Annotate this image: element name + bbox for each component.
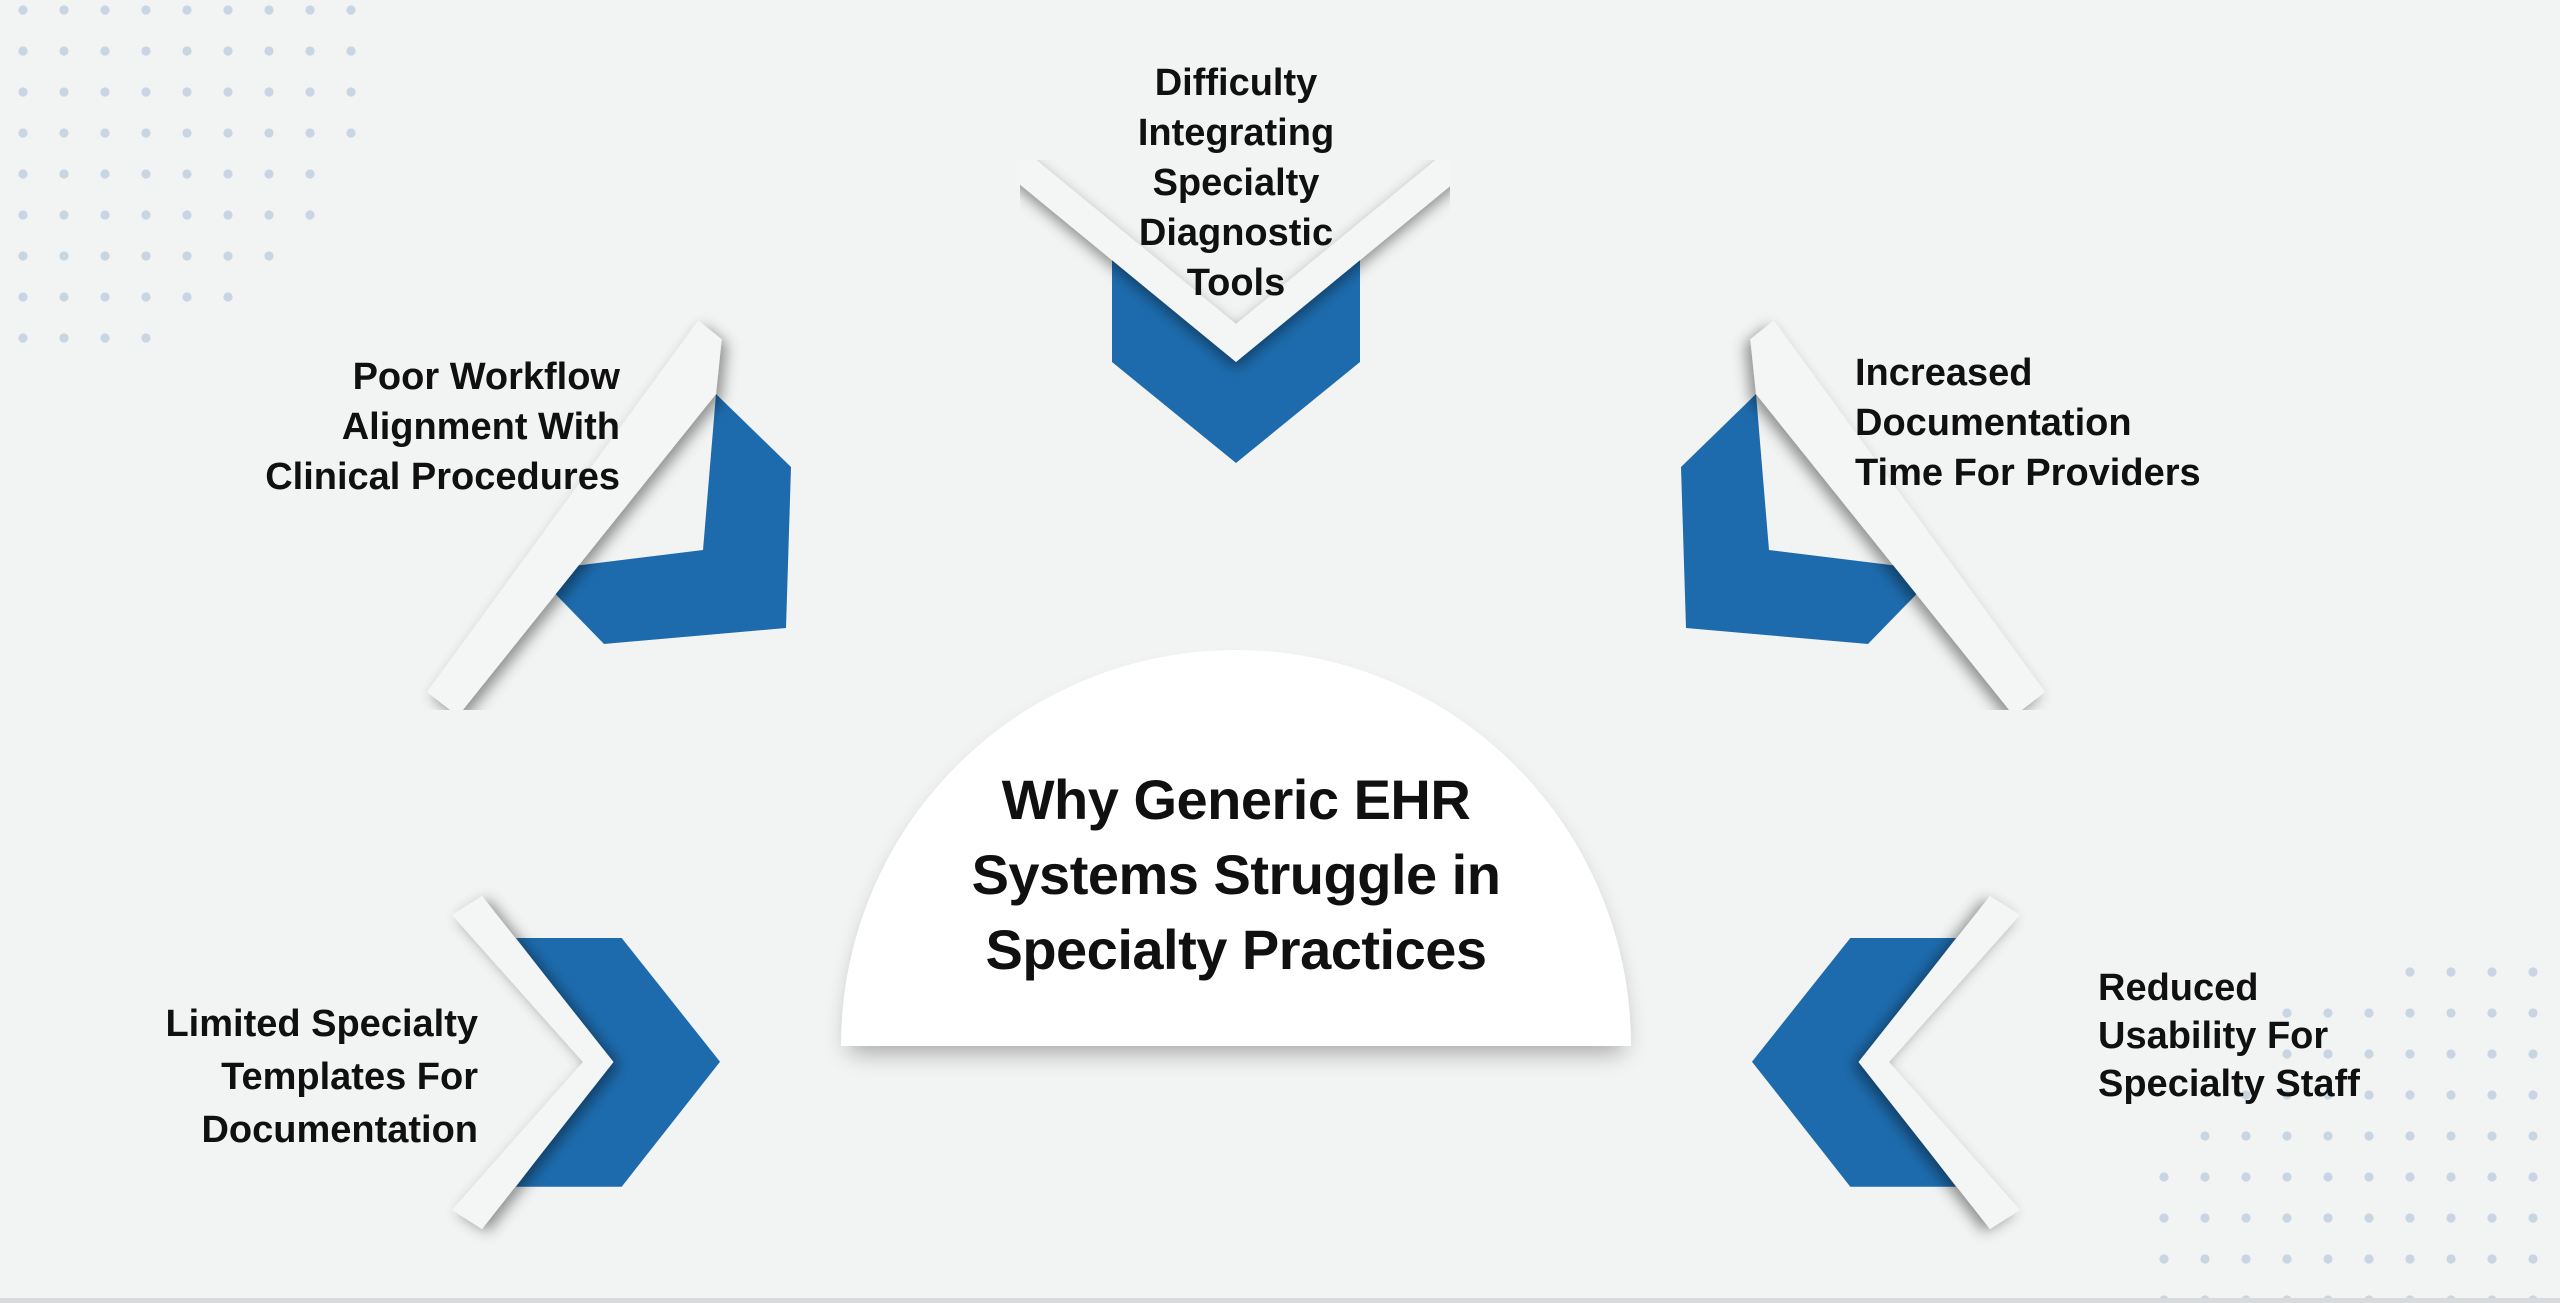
label-upper-left: Poor Workflow Alignment With Clinical Pr… <box>265 356 620 498</box>
chevron-left-arrow-icon <box>1752 896 2020 1229</box>
chevron-down-arrow-icon <box>1020 160 1450 463</box>
dot-grid-top-left <box>18 5 356 343</box>
bottom-edge-line <box>0 1298 2560 1303</box>
central-dome: Why Generic EHR Systems Struggle in Spec… <box>841 650 1631 1046</box>
label-top: Difficulty Integrating Specialty Diagnos… <box>1137 62 1335 304</box>
label-lower-right: Reduced Usability For Specialty Staff <box>2098 967 2360 1105</box>
main-title: Why Generic EHR Systems Struggle in Spec… <box>971 768 1501 981</box>
chevron-right-arrow-icon <box>452 896 720 1229</box>
elbow-arrow-down-left-icon <box>1681 320 2045 710</box>
label-upper-right: Increased Documentation Time For Provide… <box>1855 352 2201 494</box>
elbow-arrow-down-right-icon <box>427 320 791 710</box>
label-lower-left: Limited Specialty Templates For Document… <box>165 1003 478 1151</box>
